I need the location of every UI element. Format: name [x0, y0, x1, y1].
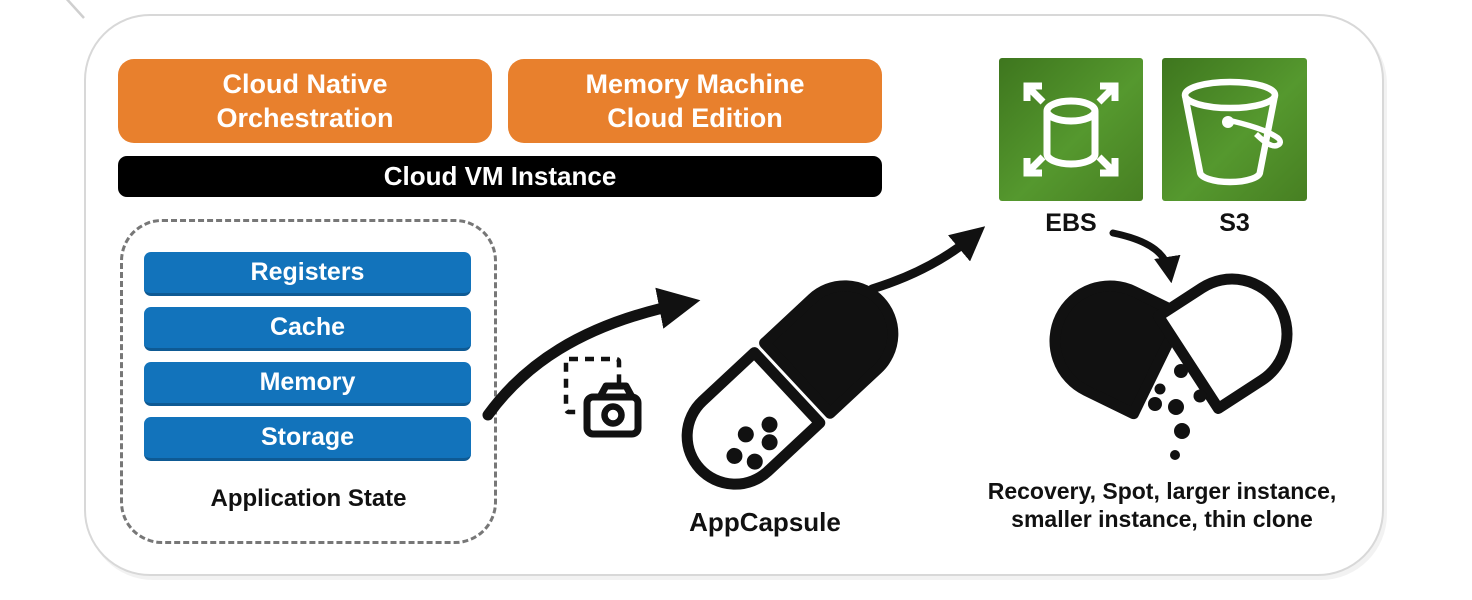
application-state-label: Application State [210, 485, 407, 512]
layer-registers: Registers [144, 252, 471, 296]
s3-bucket-icon [1181, 78, 1283, 186]
corner-artifact-line [65, 0, 85, 19]
s3-tile [1162, 58, 1307, 201]
ebs-label: EBS [1045, 209, 1097, 237]
s3-label: S3 [1219, 209, 1250, 237]
cloud-vm-instance-bar: Cloud VM Instance [118, 156, 882, 197]
outcomes-text: Recovery, Spot, larger instance, smaller… [987, 478, 1337, 532]
appcapsule-label: AppCapsule [689, 507, 841, 537]
ebs-expand-volume-icon [1023, 82, 1119, 177]
banner-cloud-native-orchestration: Cloud Native Orchestration [118, 59, 492, 143]
layer-storage: Storage [144, 417, 471, 461]
layer-memory: Memory [144, 362, 471, 406]
ebs-tile [999, 58, 1143, 201]
layer-cache: Cache [144, 307, 471, 351]
banner-memory-machine-cloud-edition: Memory Machine Cloud Edition [508, 59, 882, 143]
